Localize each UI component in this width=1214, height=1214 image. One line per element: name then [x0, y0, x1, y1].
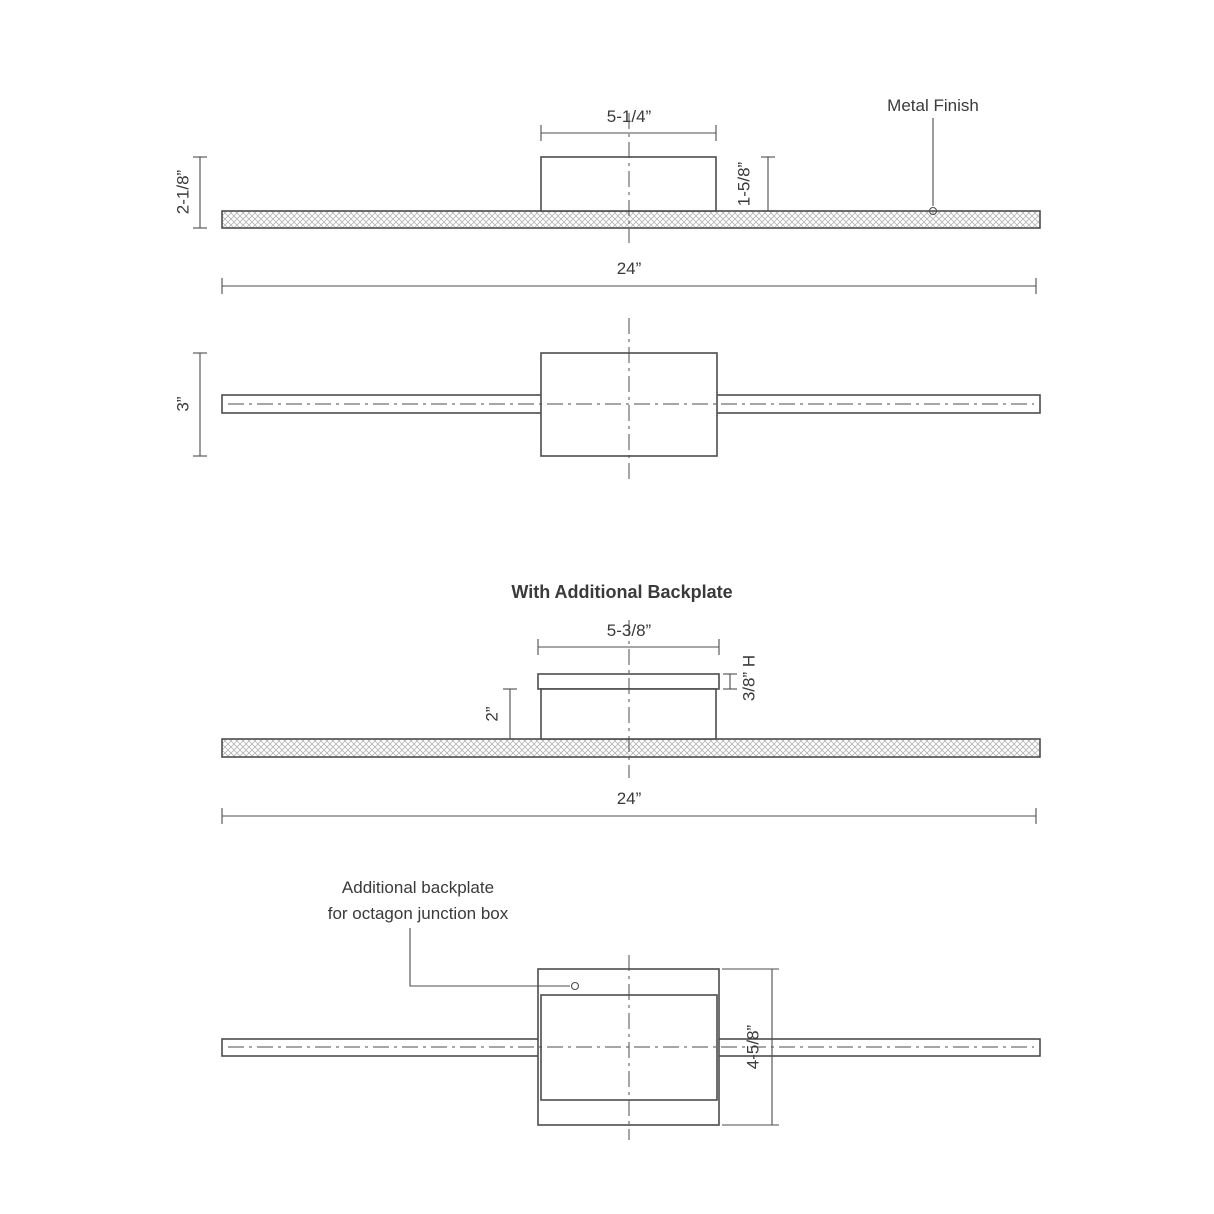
dim-depth: 3”	[174, 396, 193, 411]
leader-line	[409, 928, 570, 987]
backplate-callout-line1: Additional backplate	[342, 878, 494, 897]
dim-backplate-width: 5-3/8”	[607, 621, 652, 640]
dim-backplate-thickness: 3/8” H	[740, 655, 759, 701]
standard-side-view: 5-1/4” Metal Finish 2-1/8” 1-5/8” 24”	[174, 96, 1041, 294]
backplate-callout-line2: for octagon junction box	[328, 904, 509, 923]
dim-box-height: 1-5/8”	[735, 161, 754, 206]
fixture-bar-hatched	[221, 738, 1041, 758]
standard-plan-view: 3”	[174, 318, 1041, 483]
dim-depth: 4-5/8”	[744, 1024, 763, 1069]
dim-bar-width: 24”	[617, 789, 642, 808]
backplate-plan-view: Additional backplate for octagon junctio…	[221, 878, 1041, 1140]
dim-total-height: 2-1/8”	[174, 169, 193, 214]
leader-dot	[570, 981, 580, 991]
dim-box-width: 5-1/4”	[607, 107, 652, 126]
leader-dot	[928, 206, 938, 216]
metal-finish-label: Metal Finish	[887, 96, 979, 115]
dim-box-height: 2”	[483, 706, 502, 721]
dim-bar-width: 24”	[617, 259, 642, 278]
section-title: With Additional Backplate	[511, 582, 732, 602]
backplate-side-view: 5-3/8” 3/8” H 2” 24”	[221, 620, 1041, 824]
fixture-bar-hatched	[221, 210, 1041, 229]
